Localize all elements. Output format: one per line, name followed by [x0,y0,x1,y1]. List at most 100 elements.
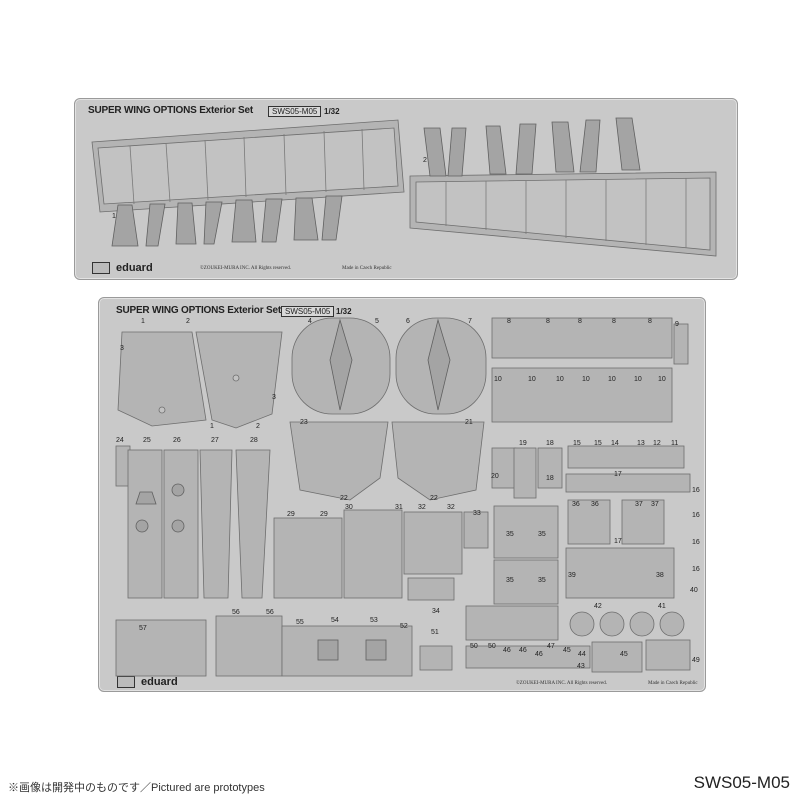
fret-bottom-part-label: 47 [547,643,555,650]
part-8-10-brackets [491,317,689,423]
fret-bottom-part-label: 27 [211,437,219,444]
fret-bottom-part-label: 35 [538,577,546,584]
fret-bottom-part-label: 22 [340,495,348,502]
part-24-28-panels [115,445,271,599]
part-1-flap [91,119,405,247]
fret-bottom-part-label: 2 [256,423,260,430]
fret-top-scale: 1/32 [324,107,340,116]
zoukei-mura-logo [92,262,110,274]
fret-bottom-part-label: 56 [232,609,240,616]
fret-bottom-part-label: 50 [488,643,496,650]
fret-bottom-part-label: 8 [578,318,582,325]
fret-bottom-part-label: 24 [116,437,124,444]
fret-bottom-part-label: 35 [506,577,514,584]
fret-top-title: SUPER WING OPTIONS Exterior Set [88,105,253,116]
fret-bottom-part-label: 10 [608,376,616,383]
fret-bottom-part-label: 26 [173,437,181,444]
fret-top-brand: eduard [116,262,153,274]
fret-bottom-part-label: 30 [345,504,353,511]
fret-bottom-part-label: 46 [503,647,511,654]
fret-bottom-part-label: 8 [507,318,511,325]
fret-bottom-part-label: 16 [692,539,700,546]
fret-bottom-part-label: 55 [296,619,304,626]
prototype-note: ※画像は開発中のものです／Pictured are prototypes [8,782,265,794]
fret-bottom-code: SWS05-M05 [281,306,335,317]
fret-top-made-in: Made in Czech Republic [342,266,392,271]
fret-bottom-part-label: 8 [612,318,616,325]
fret-bottom-part-label: 20 [491,473,499,480]
fret-bottom-part-label: 41 [658,603,666,610]
fret-bottom-part-label: 50 [470,643,478,650]
fret-bottom-part-label: 1 [210,423,214,430]
fret-bottom-part-label: 44 [578,651,586,658]
part-29-33-plates [273,509,489,601]
fret-bottom-part-label: 8 [546,318,550,325]
fret-bottom-part-label: 35 [506,531,514,538]
fret-bottom-part-label: 31 [395,504,403,511]
fret-top-copyright: ©ZOUKEI-MURA INC. All Rights reserved. [200,266,292,271]
fret-bottom-part-label: 51 [431,629,439,636]
fret-bottom-part-label: 45 [620,651,628,658]
product-code: SWS05-M05 [693,773,790,792]
fret-bottom-part-label: 36 [591,501,599,508]
fret-bottom-part-label: 36 [572,501,580,508]
fret-bottom-part-label: 33 [473,510,481,517]
fret-bottom-part-label: 10 [494,376,502,383]
fret-bottom-part-label: 45 [563,647,571,654]
fret-bottom-part-label: 8 [648,318,652,325]
fret-bottom-part-label: 10 [582,376,590,383]
fret-bottom-part-label: 29 [320,511,328,518]
fret-bottom-part-label: 6 [406,318,410,325]
fret-bottom-title: SUPER WING OPTIONS Exterior Set [116,305,281,316]
fret-bottom-part-label: 10 [634,376,642,383]
fret-bottom-part-label: 46 [535,651,543,658]
fret-bottom-part-label: 15 [573,440,581,447]
fret-bottom-part-label: 37 [635,501,643,508]
fret-bottom-part-label: 39 [568,572,576,579]
fret-bottom-part-label: 3 [120,345,124,352]
part-21-23-plates [289,421,485,501]
fret-bottom-part-label: 4 [308,318,312,325]
fret-bottom-part-label: 7 [468,318,472,325]
fret-bottom-part-label: 16 [692,566,700,573]
fret-bottom-part-label: 15 [594,440,602,447]
fret-bottom-part-label: 5 [375,318,379,325]
part-41-42-discs [465,605,685,641]
fret-bottom-part-label: 57 [139,625,147,632]
fret-bottom-brand: eduard [141,676,178,688]
part-2-flap [409,117,717,257]
fret-bottom-part-label: 56 [266,609,274,616]
part-43-50-small [465,639,691,673]
fret-bottom-part-label: 43 [577,663,585,670]
fret-top-code: SWS05-M05 [268,106,322,117]
fret-bottom-part-label: 12 [653,440,661,447]
part-35-40-brackets [493,499,675,605]
fret-bottom-part-label: 9 [675,321,679,328]
fret-bottom-part-label: 46 [519,647,527,654]
fret-bottom-part-label: 29 [287,511,295,518]
fret-bottom-part-label: 38 [656,572,664,579]
part-51-57-lower [115,615,453,677]
fret-top-part-label: 1 [112,213,116,220]
fret-bottom-part-label: 16 [692,512,700,519]
fret-bottom-part-label: 17 [614,538,622,545]
fret-bottom-part-label: 25 [143,437,151,444]
fret-bottom-part-label: 23 [300,419,308,426]
fret-bottom-part-label: 18 [546,440,554,447]
part-1-2-plates [117,331,283,429]
fret-bottom-part-label: 32 [447,504,455,511]
fret-bottom-part-label: 34 [432,608,440,615]
fret-bottom-part-label: 2 [186,318,190,325]
fret-bottom-part-label: 10 [658,376,666,383]
part-11-20-small [491,445,691,499]
fret-bottom-part-label: 1 [141,318,145,325]
fret-bottom-part-label: 3 [272,394,276,401]
fret-bottom-part-label: 32 [418,504,426,511]
fret-bottom-part-label: 54 [331,617,339,624]
fret-bottom-part-label: 22 [430,495,438,502]
fret-bottom-part-label: 35 [538,531,546,538]
fret-bottom-part-label: 10 [556,376,564,383]
zoukei-mura-logo [117,676,135,688]
fret-bottom-part-label: 37 [651,501,659,508]
